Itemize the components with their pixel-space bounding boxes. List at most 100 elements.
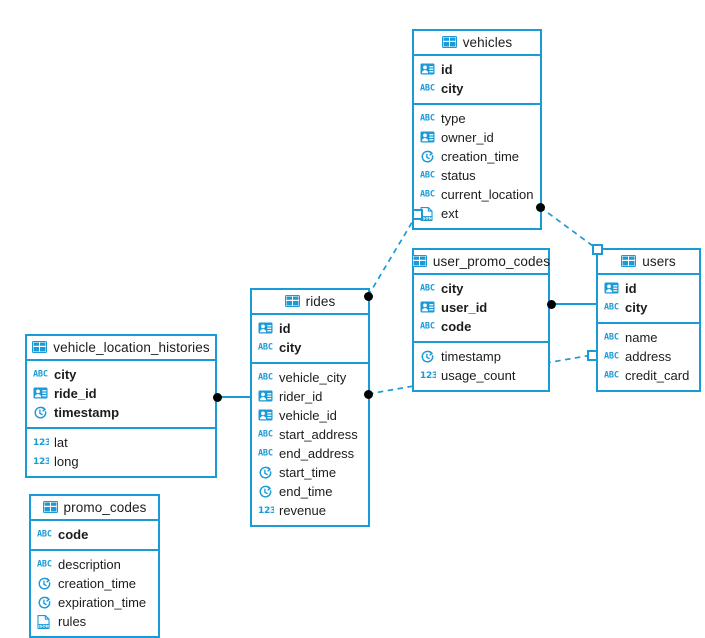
clock-icon: [258, 466, 273, 480]
field-row[interactable]: creation_time: [31, 574, 158, 593]
abc-string-icon: ABC: [33, 368, 48, 382]
relationship-endpoint-square: [411, 208, 423, 220]
abc-string-icon: ABC: [604, 350, 619, 364]
abc-string-icon: ABC: [258, 428, 273, 442]
field-row[interactable]: ride_id: [27, 384, 215, 403]
field-row[interactable]: timestamp: [414, 347, 548, 366]
relationship-endpoint-dot: [212, 392, 222, 402]
field-name: vehicle_id: [279, 408, 337, 423]
field-row[interactable]: creation_time: [414, 147, 540, 166]
field-row[interactable]: ABC code: [414, 317, 548, 336]
clock-icon: [33, 406, 48, 420]
svg-text:ABC: ABC: [37, 559, 52, 568]
field-name: city: [441, 281, 464, 296]
field-row[interactable]: id: [598, 279, 699, 298]
svg-text:ABC: ABC: [604, 370, 619, 379]
abc-string-icon: ABC: [420, 82, 435, 96]
table-header[interactable]: vehicles: [414, 31, 540, 56]
svg-text:ABC: ABC: [420, 283, 435, 292]
table-header[interactable]: vehicle_location_histories: [27, 336, 215, 361]
field-name: usage_count: [441, 368, 516, 383]
field-row[interactable]: id: [414, 60, 540, 79]
field-name: city: [441, 81, 464, 96]
clock-icon: [420, 150, 435, 164]
123-number-icon: 123: [258, 504, 274, 518]
field-row[interactable]: ABC city: [414, 279, 548, 298]
field-name: user_id: [441, 300, 488, 315]
abc-string-icon: ABC: [258, 341, 273, 355]
field-name: start_address: [279, 427, 358, 442]
svg-text:ABC: ABC: [420, 321, 435, 330]
field-row[interactable]: id: [252, 319, 368, 338]
table-header[interactable]: rides: [252, 290, 368, 315]
field-name: creation_time: [441, 149, 520, 164]
svg-text:ABC: ABC: [420, 170, 435, 179]
svg-text:JSON: JSON: [420, 215, 432, 220]
field-row[interactable]: owner_id: [414, 128, 540, 147]
field-name: lat: [54, 435, 68, 450]
table-header[interactable]: user_promo_codes: [411, 250, 551, 275]
field-row[interactable]: user_id: [414, 298, 548, 317]
field-name: rider_id: [279, 389, 323, 404]
field-name: start_time: [279, 465, 337, 480]
field-name: name: [625, 330, 658, 345]
field-row[interactable]: ABC city: [252, 338, 368, 357]
table-name: vehicles: [462, 35, 513, 50]
field-name: current_location: [441, 187, 534, 202]
svg-text:ABC: ABC: [258, 429, 273, 438]
field-row[interactable]: timestamp: [27, 403, 215, 422]
field-name: vehicle_city: [279, 370, 347, 385]
svg-text:ABC: ABC: [258, 342, 273, 351]
field-row[interactable]: start_time: [252, 463, 368, 482]
svg-text:123: 123: [33, 456, 49, 465]
table-header[interactable]: promo_codes: [31, 496, 158, 521]
field-name: timestamp: [54, 405, 120, 420]
field-row[interactable]: rider_id: [252, 387, 368, 406]
table-grid-icon: [32, 340, 48, 355]
field-name: city: [279, 340, 302, 355]
table-header[interactable]: users: [598, 250, 699, 275]
table-name: user_promo_codes: [432, 254, 551, 269]
field-row[interactable]: ABC start_address: [252, 425, 368, 444]
field-row[interactable]: end_time: [252, 482, 368, 501]
relationship-line-vehicles-to-users: [539, 206, 598, 250]
field-row[interactable]: ABC city: [414, 79, 540, 98]
field-row[interactable]: expiration_time: [31, 593, 158, 612]
field-name: code: [441, 319, 472, 334]
id-badge-icon: [604, 282, 619, 296]
field-row[interactable]: vehicle_id: [252, 406, 368, 425]
json-document-icon: JSON: [37, 614, 52, 629]
relationship-endpoint-dot: [363, 291, 373, 301]
id-badge-icon: [258, 390, 273, 404]
field-name: creation_time: [58, 576, 137, 591]
